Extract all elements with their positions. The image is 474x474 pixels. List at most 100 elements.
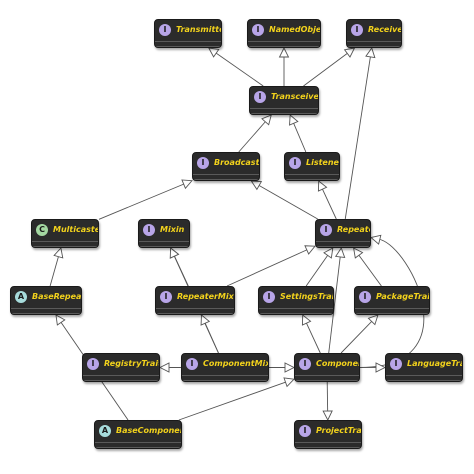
edge-baserepeater-to-multicaster-arrowhead — [53, 247, 64, 259]
edge-componentmixin-to-component-arrowhead — [284, 362, 296, 373]
node-label: ComponentMixin — [203, 359, 268, 368]
edge-repeater-to-listener — [322, 188, 337, 220]
edge-transceiver-to-transmitter — [215, 52, 264, 87]
node-label: Component — [316, 359, 359, 368]
edge-componentmixin-to-mixin-arrowhead — [169, 247, 180, 259]
stereotype-badge: I — [263, 290, 275, 303]
stereotype-badge: A — [15, 290, 27, 303]
edge-broadcaster-to-transceiver-arrowhead — [261, 114, 272, 126]
edge-component-to-languagetrait-arrowhead — [375, 362, 387, 373]
edge-multicaster-to-broadcaster — [98, 183, 184, 220]
node-label: Listener — [306, 158, 340, 167]
attribute-divider — [248, 41, 320, 42]
node-packagetrait: I PackageTrait — [354, 286, 430, 315]
stereotype-badge: I — [299, 357, 311, 370]
node-repeatermixin: I RepeaterMixin — [155, 286, 235, 315]
attribute-divider — [83, 375, 159, 376]
attribute-divider — [32, 241, 98, 242]
stereotype-badge: I — [359, 290, 371, 303]
stereotype-badge: I — [390, 357, 402, 370]
node-label: LanguageTrait — [407, 359, 462, 368]
stereotype-badge: I — [351, 23, 363, 36]
method-divider — [295, 447, 361, 448]
method-divider — [156, 313, 234, 314]
edge-componentmixin-to-repeatermixin — [204, 323, 219, 354]
method-divider — [193, 179, 259, 180]
attribute-divider — [295, 442, 361, 443]
attribute-divider — [11, 308, 81, 309]
node-receiver: I Receiver — [346, 19, 402, 48]
stereotype-badge: I — [252, 23, 264, 36]
edge-settingstrait-to-repeater-arrowhead — [323, 247, 334, 259]
method-divider — [83, 380, 159, 381]
node-transceiver: I Transceiver — [249, 86, 319, 115]
edge-component-to-packagetrait — [340, 321, 372, 354]
method-divider — [316, 246, 370, 247]
node-languagetrait: I LanguageTrait — [385, 353, 463, 382]
stereotype-badge: I — [197, 156, 209, 169]
node-label: Transceiver — [271, 92, 319, 101]
attribute-divider — [285, 174, 339, 175]
edge-repeater-to-receiver-arrowhead — [365, 47, 376, 59]
node-baserepeater: ABaseRepeater — [10, 286, 82, 315]
edge-component-to-settingstrait — [306, 322, 321, 354]
edge-baserepeater-to-multicaster — [49, 256, 59, 287]
edge-listener-to-transceiver-arrowhead — [289, 114, 299, 126]
node-label: Multicaster — [53, 225, 99, 234]
edge-broadcaster-to-transceiver — [238, 121, 266, 153]
stereotype-badge: A — [99, 424, 111, 437]
edge-repeater-to-broadcaster-arrowhead — [250, 180, 263, 191]
attribute-divider — [347, 41, 401, 42]
method-divider — [11, 313, 81, 314]
method-divider — [386, 380, 462, 381]
node-settingstrait: I SettingsTrait — [258, 286, 334, 315]
attribute-divider — [156, 308, 234, 309]
node-label: Broadcaster — [214, 158, 260, 167]
attribute-divider — [259, 308, 333, 309]
attribute-divider — [139, 241, 189, 242]
edge-multicaster-to-broadcaster-arrowhead — [181, 179, 193, 190]
node-component: I Component — [294, 353, 360, 382]
method-divider — [182, 380, 268, 381]
edge-component-to-repeater-arrowhead — [334, 247, 346, 259]
method-divider — [295, 380, 359, 381]
edge-transceiver-to-namedobject-arrowhead — [278, 46, 290, 58]
node-namedobject: INamedObject — [247, 19, 321, 48]
node-projecttrait: IProjectTrait — [294, 420, 362, 449]
node-label: ProjectTrait — [316, 426, 362, 435]
stereotype-badge: I — [254, 90, 266, 103]
node-label: PackageTrait — [376, 292, 430, 301]
edge-repeater-to-broadcaster — [258, 185, 318, 220]
edge-repeatermixin-to-repeater — [226, 249, 307, 287]
node-broadcaster: I Broadcaster — [192, 152, 260, 181]
edge-transceiver-to-transmitter-arrowhead — [207, 47, 220, 58]
node-label: Receiver — [368, 25, 401, 34]
stereotype-badge: I — [160, 290, 172, 303]
edge-component-to-projecttrait-arrowhead — [322, 410, 333, 422]
node-label: RepeaterMixin — [177, 292, 234, 301]
attribute-divider — [355, 308, 429, 309]
edge-repeater-to-listener-arrowhead — [317, 180, 328, 192]
stereotype-badge: I — [186, 357, 198, 370]
method-divider — [95, 447, 181, 448]
method-divider — [155, 46, 221, 47]
edge-component-to-packagetrait-arrowhead — [367, 314, 379, 326]
edge-transceiver-to-receiver-arrowhead — [343, 47, 356, 58]
attribute-divider — [295, 375, 359, 376]
node-componentmixin: I ComponentMixin — [181, 353, 269, 382]
edge-component-to-repeater — [328, 256, 341, 354]
edge-component-to-settingstrait-arrowhead — [301, 314, 312, 326]
edge-repeatermixin-to-repeater-arrowhead — [304, 245, 316, 255]
attribute-divider — [182, 375, 268, 376]
edge-basecomponent-to-component-arrowhead — [283, 377, 295, 388]
edge-packagetrait-to-repeater-arrowhead — [353, 247, 364, 259]
edge-component-to-registrytrait-arrowhead — [158, 362, 170, 373]
stereotype-badge: I — [320, 223, 332, 236]
node-label: RegistryTrait — [104, 359, 160, 368]
node-label: SettingsTrait — [280, 292, 334, 301]
